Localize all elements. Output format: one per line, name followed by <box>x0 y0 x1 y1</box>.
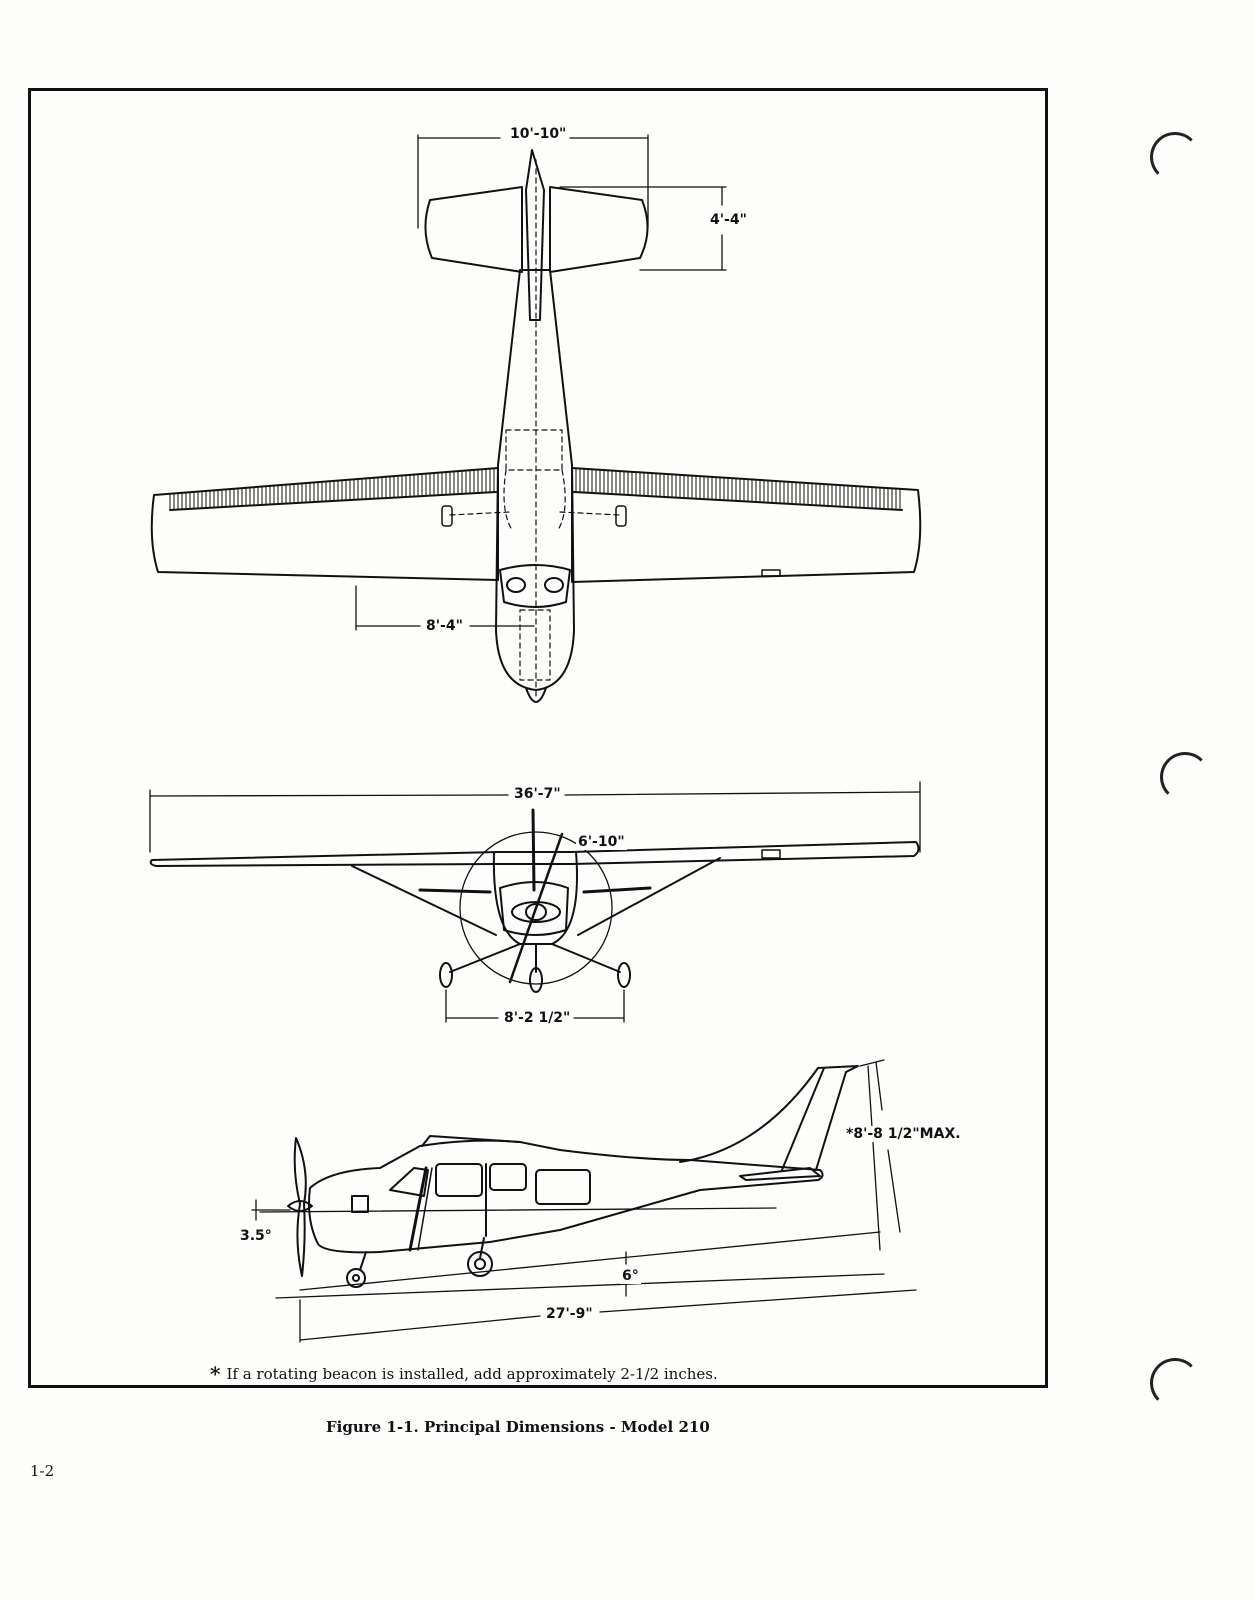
figure-caption: Figure 1-1. Principal Dimensions - Model… <box>326 1418 710 1436</box>
fuselage-side <box>308 1139 824 1254</box>
dim-stabilizer-span: 10'-10" <box>508 126 569 142</box>
windshield <box>499 564 571 608</box>
front-view <box>149 781 921 1023</box>
binder-hole-mark <box>1150 132 1200 182</box>
vertical-fin-side <box>679 1065 859 1171</box>
dim-max-height: *8'-8 1/2"MAX. <box>844 1126 963 1142</box>
spinner-top <box>525 687 547 703</box>
right-wing <box>571 467 922 583</box>
side-view <box>251 1059 917 1343</box>
footnote-text: If a rotating beacon is installed, add a… <box>226 1365 718 1383</box>
binder-hole-mark <box>1160 752 1210 802</box>
footnote: * If a rotating beacon is installed, add … <box>210 1362 718 1386</box>
vertical-fin-top <box>525 149 545 321</box>
wing-hatching <box>169 467 901 510</box>
dim-stabilizer-chord: 4'-4" <box>708 212 749 228</box>
left-stabilizer <box>424 186 523 273</box>
right-stabilizer <box>549 186 649 273</box>
dim-propeller-angle: 3.5° <box>238 1228 274 1244</box>
page-number: 1-2 <box>30 1462 55 1480</box>
figure-frame <box>28 88 1048 1388</box>
dim-max-height-value: 8'-8 1/2"MAX. <box>853 1126 961 1142</box>
binder-hole-mark <box>1150 1358 1200 1408</box>
fuselage-top <box>495 269 575 691</box>
dim-ground-angle: 6° <box>620 1268 641 1284</box>
wing-front <box>149 841 920 867</box>
dim-overall-length: 27'-9" <box>544 1306 595 1322</box>
footnote-marker: * <box>846 1126 854 1142</box>
top-view <box>150 134 922 703</box>
dim-main-gear-station: 8'-4" <box>424 618 465 634</box>
footnote-star: * <box>210 1362 221 1386</box>
dim-wing-span: 36'-7" <box>512 786 563 802</box>
dim-propeller-diameter: 6'-10" <box>576 834 627 850</box>
propeller-side <box>293 1137 307 1277</box>
left-wing <box>150 467 499 581</box>
propeller-arc <box>459 831 613 985</box>
dim-tread: 8'-2 1/2" <box>502 1010 573 1026</box>
